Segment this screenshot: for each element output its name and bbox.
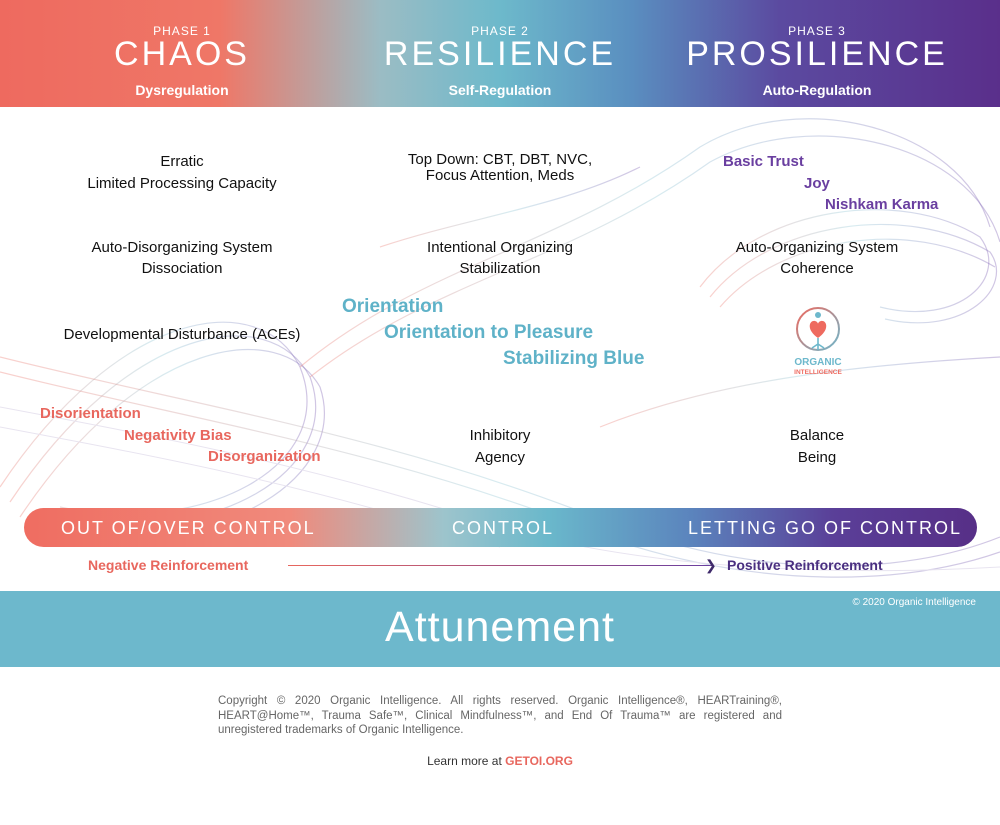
phase-3-name: PROSILIENCE	[686, 35, 948, 73]
phase-1-label: PHASE 1	[153, 24, 211, 38]
phase-2-label: PHASE 2	[471, 24, 529, 38]
prosilience-being: Being	[797, 449, 837, 466]
prosilience-auto-organizing: Auto-Organizing System	[735, 239, 899, 256]
resilience-orientation: Orientation	[342, 296, 444, 317]
chaos-erratic: Erratic	[160, 153, 204, 170]
prosilience-basic-trust: Basic Trust	[723, 153, 804, 170]
chaos-developmental-disturbance: Developmental Disturbance (ACEs)	[63, 326, 301, 343]
control-bar-right: LETTING GO OF CONTROL	[688, 518, 963, 538]
prosilience-nishkam-karma: Nishkam Karma	[825, 196, 939, 213]
logo-text-intelligence: INTELLIGENCE	[794, 369, 842, 376]
chaos-auto-disorganizing: Auto-Disorganizing System	[91, 239, 273, 256]
chaos-disorganization: Disorganization	[208, 448, 321, 465]
phase-1-name: CHAOS	[114, 35, 250, 73]
negative-reinforcement: Negative Reinforcement	[88, 557, 249, 573]
chaos-limited-capacity: Limited Processing Capacity	[87, 175, 277, 192]
attunement-copyright: © 2020 Organic Intelligence	[852, 597, 976, 608]
resilience-inhibitory: Inhibitory	[469, 427, 531, 444]
attunement-title: Attunement	[385, 603, 615, 651]
chaos-disorientation: Disorientation	[40, 405, 141, 422]
control-bar-left: OUT OF/OVER CONTROL	[61, 518, 316, 538]
arrow-right-icon: ❯	[705, 557, 717, 573]
resilience-top-down: Top Down: CBT, DBT, NVC,	[407, 151, 593, 168]
resilience-agency: Agency	[474, 449, 526, 466]
attunement-band: © 2020 Organic Intelligence Attunement	[0, 591, 1000, 667]
prosilience-coherence: Coherence	[780, 260, 854, 277]
learn-more: Learn more at GETOI.ORG	[0, 754, 1000, 768]
resilience-orientation-to-pleasure: Orientation to Pleasure	[384, 322, 594, 343]
chaos-dissociation: Dissociation	[141, 260, 223, 277]
resilience-intentional-organizing: Intentional Organizing	[427, 239, 573, 256]
organic-intelligence-logo: ORGANIC INTELLIGENCE	[776, 304, 860, 384]
prosilience-joy: Joy	[804, 175, 830, 192]
control-bar: OUT OF/OVER CONTROL CONTROL LETTING GO O…	[24, 508, 977, 547]
prosilience-balance: Balance	[789, 427, 845, 444]
resilience-stabilizing-blue: Stabilizing Blue	[503, 348, 645, 369]
reinforcement-arrow-line	[288, 565, 713, 566]
control-bar-center: CONTROL	[452, 518, 555, 538]
logo-text-organic: ORGANIC	[794, 357, 842, 368]
learn-more-prefix: Learn more at	[427, 754, 506, 768]
chaos-negativity-bias: Negativity Bias	[124, 427, 232, 444]
phase-1-subtitle: Dysregulation	[135, 82, 229, 98]
legal-notice: Copyright © 2020 Organic Intelligence. A…	[218, 695, 782, 736]
phase-3-subtitle: Auto-Regulation	[762, 82, 872, 98]
learn-more-link[interactable]: GETOI.ORG	[505, 754, 573, 768]
resilience-stabilization: Stabilization	[459, 260, 541, 277]
phase-2-name: RESILIENCE	[383, 35, 617, 73]
phase-header: PHASE 1 CHAOS Dysregulation PHASE 2 RESI…	[0, 0, 1000, 107]
positive-reinforcement: Positive Reinforcement	[727, 557, 883, 573]
resilience-focus-attention: Focus Attention, Meds	[425, 167, 575, 184]
phase-2-subtitle: Self-Regulation	[448, 82, 552, 98]
phase-3-label: PHASE 3	[788, 24, 846, 38]
logo-icon	[796, 307, 840, 351]
